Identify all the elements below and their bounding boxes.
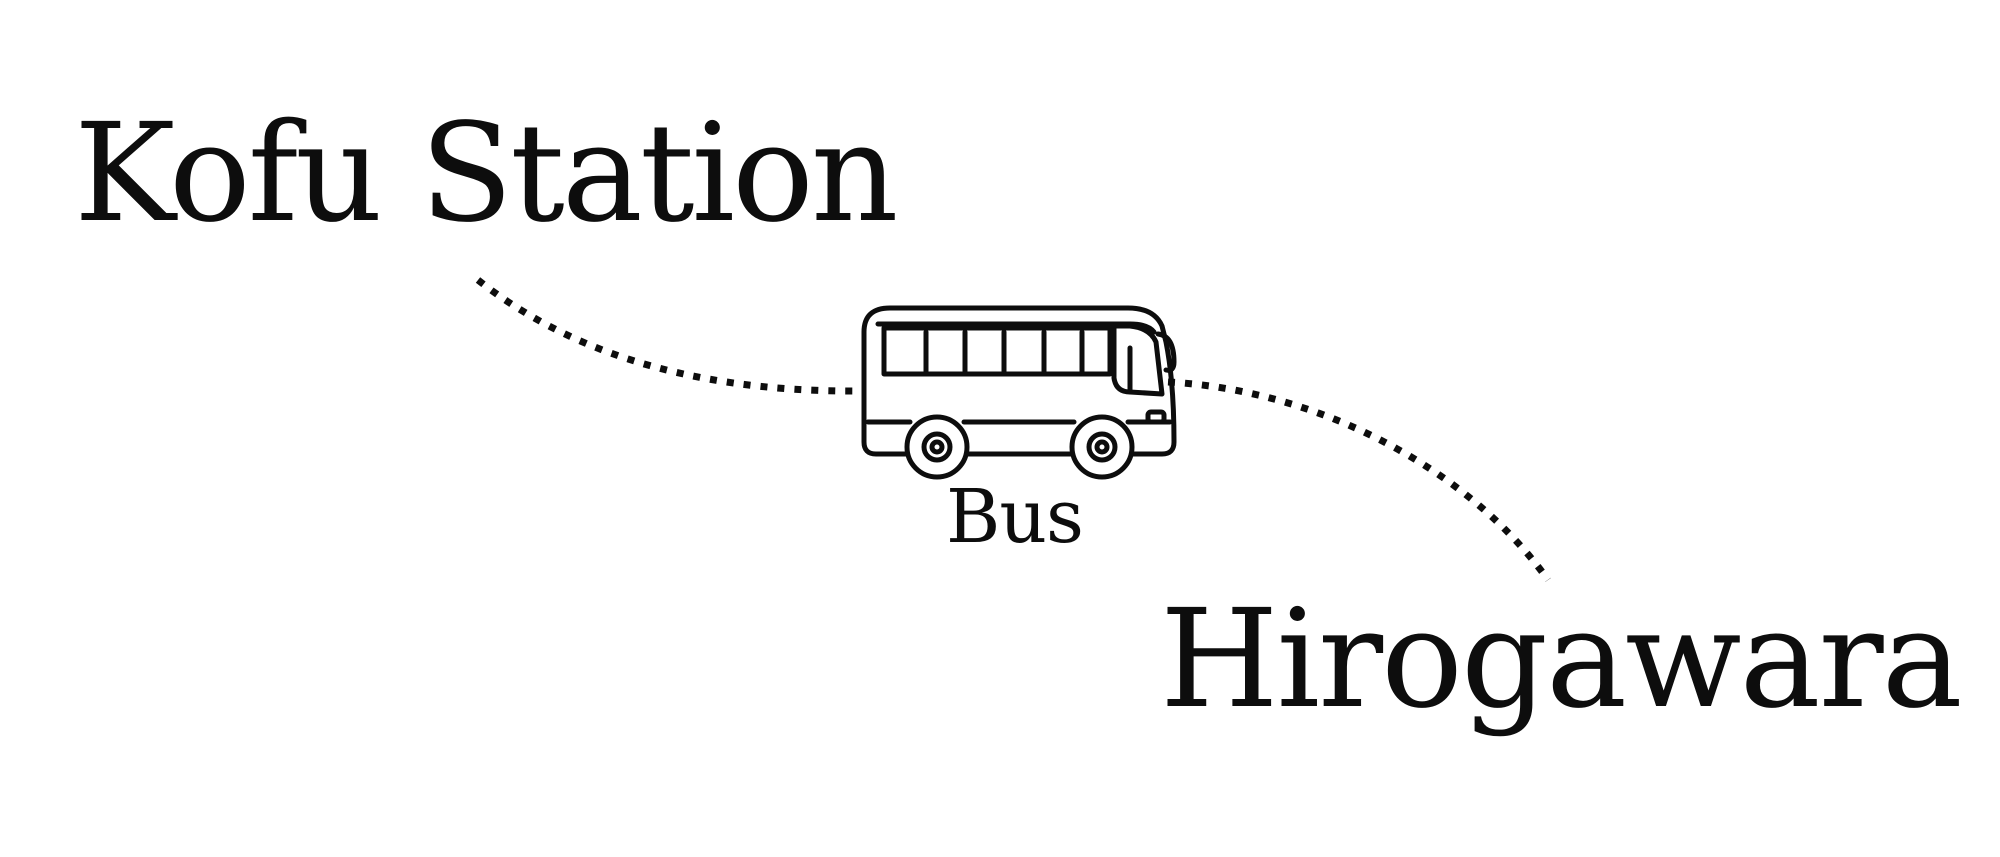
route-line-origin-to-bus <box>475 277 859 395</box>
origin-station-label: Kofu Station <box>74 95 899 253</box>
destination-station-label: Hirogawara <box>1160 581 1963 739</box>
transport-mode-label: Bus <box>946 474 1084 560</box>
route-line-bus-to-destination <box>1167 378 1551 583</box>
bus-icon <box>861 305 1177 480</box>
